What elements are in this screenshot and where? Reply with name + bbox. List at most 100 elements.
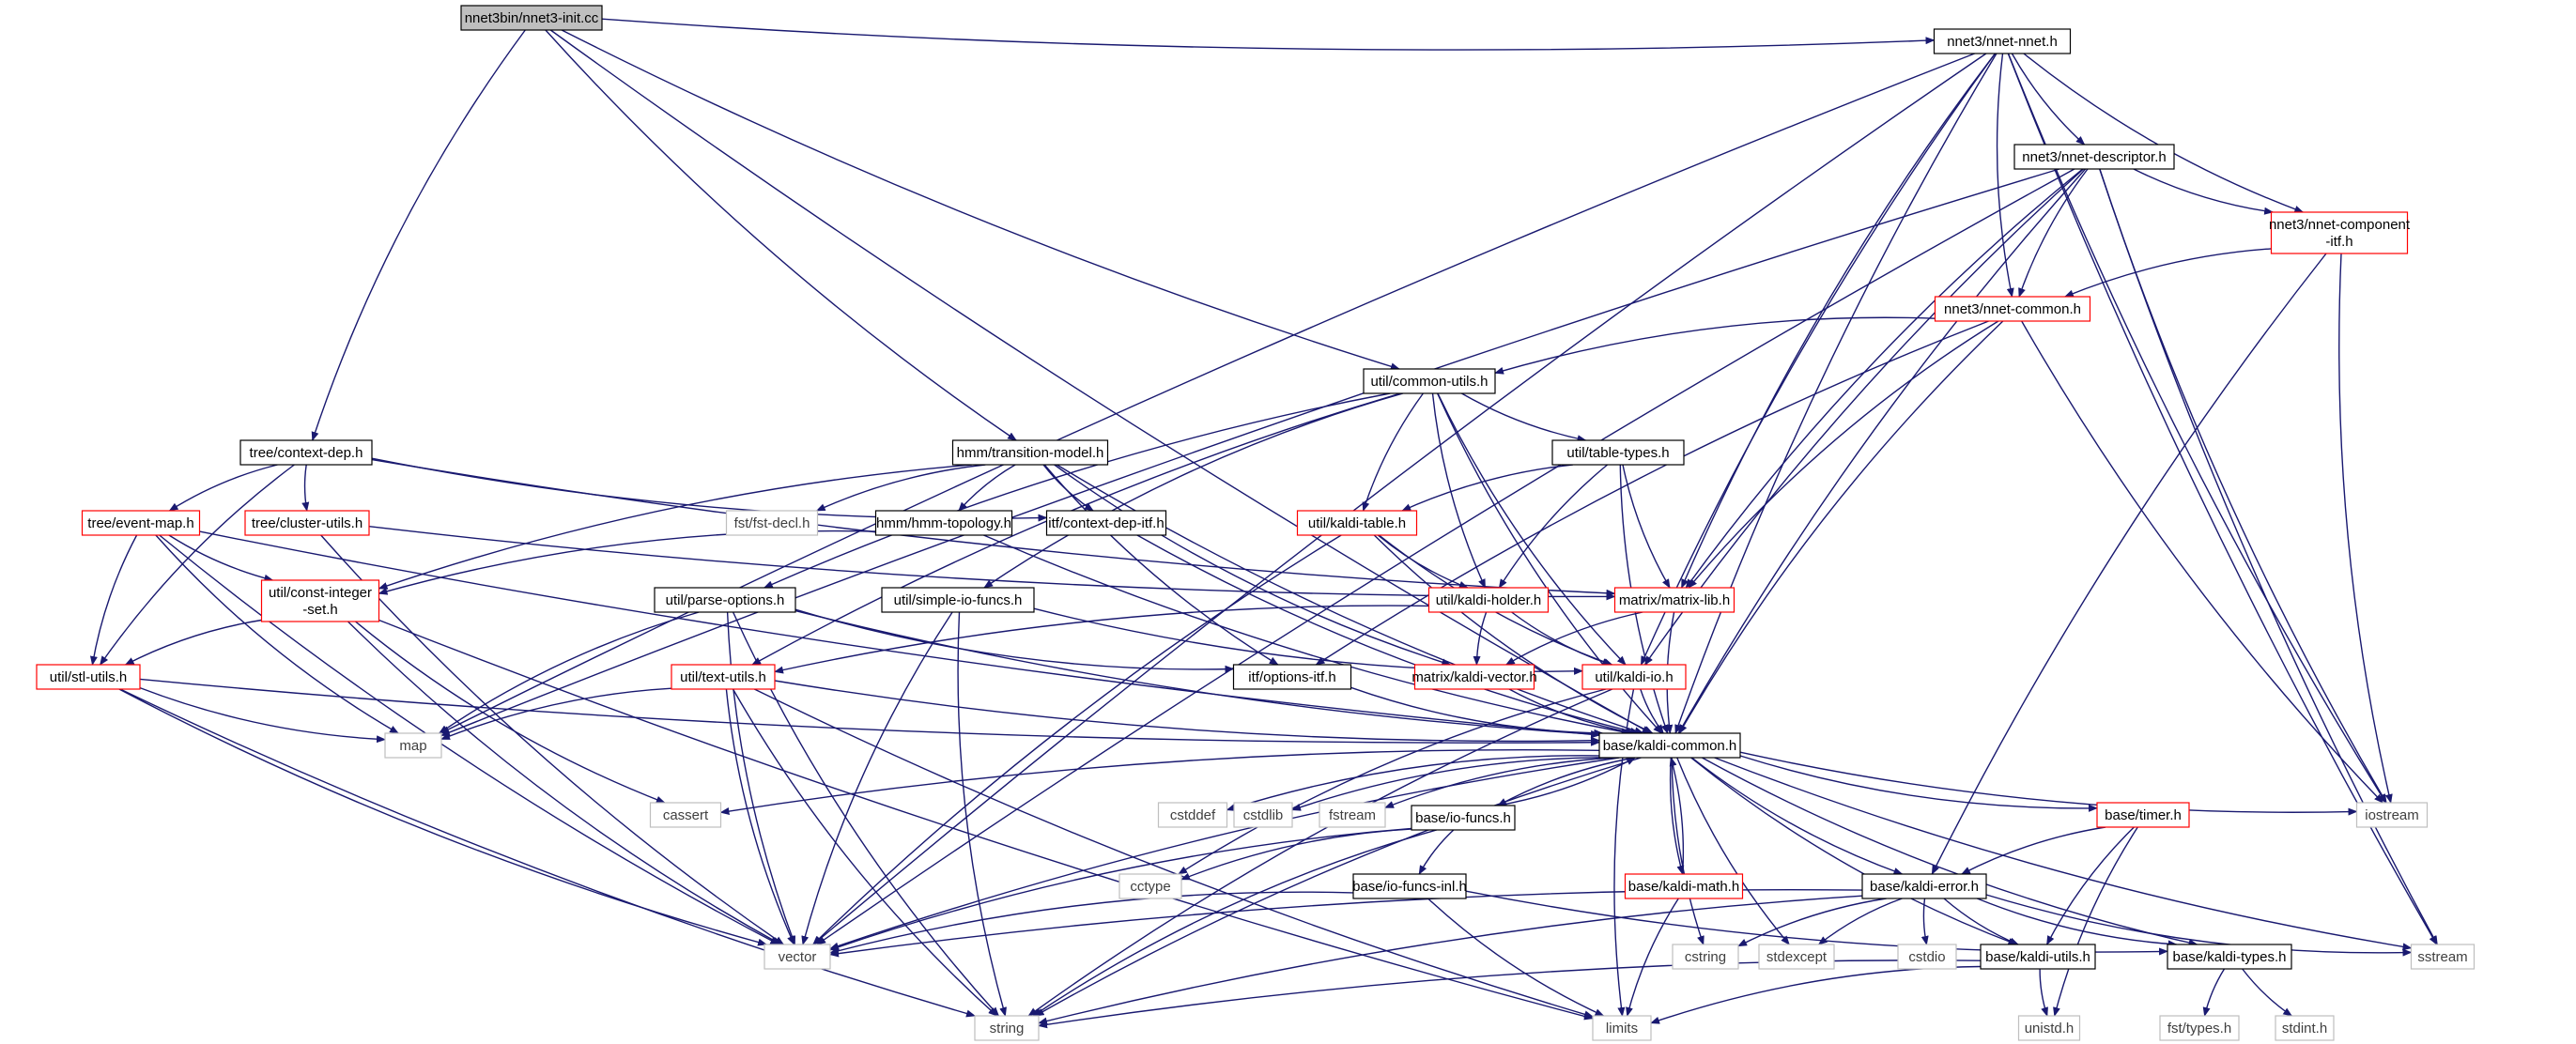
edge-n31-to-n38	[829, 827, 1412, 951]
node-util-kaldi-table-h[interactable]: util/kaldi-table.h	[1296, 510, 1418, 536]
edge-n21-to-n45	[732, 688, 998, 1017]
edge-n15-to-n38	[347, 621, 782, 945]
node-base-kaldi-types-h[interactable]: base/kaldi-types.h	[2167, 944, 2292, 970]
node-cassert[interactable]: cassert	[649, 802, 722, 828]
node-cstdio[interactable]: cstdio	[1897, 944, 1957, 970]
node-string[interactable]: string	[974, 1015, 1040, 1041]
node-tree-context-dep-h[interactable]: tree/context-dep.h	[239, 439, 373, 466]
edge-n9-to-n25	[155, 534, 399, 734]
node-base-kaldi-utils-h[interactable]: base/kaldi-utils.h	[1980, 944, 2096, 970]
node-box	[2410, 944, 2476, 970]
node-map[interactable]: map	[384, 732, 442, 759]
edge-n7-to-n23	[1054, 464, 1452, 667]
edge-n15-to-n20	[124, 619, 262, 666]
node-nnet3-nnet-nnet-h[interactable]: nnet3/nnet-nnet.h	[1933, 28, 2072, 54]
node-util-kaldi-io-h[interactable]: util/kaldi-io.h	[1581, 664, 1687, 690]
edge-n37-to-n41	[1920, 898, 1929, 945]
edge-n42-to-n46	[1650, 965, 1982, 1024]
node-label: cstring	[1685, 949, 1726, 965]
node-base-timer-h[interactable]: base/timer.h	[2096, 802, 2190, 828]
node-cstddef[interactable]: cstddef	[1157, 802, 1228, 828]
edge-n14-to-n38	[812, 534, 1342, 945]
node-util-parse-options-h[interactable]: util/parse-options.h	[654, 587, 796, 613]
node-box	[974, 1015, 1040, 1041]
node-tree-cluster-utils-h[interactable]: tree/cluster-utils.h	[244, 510, 370, 536]
edge-n21-to-n38	[725, 688, 795, 945]
edge-n26-to-n43	[1702, 757, 2198, 946]
node-box	[1319, 802, 1386, 828]
edge-n26-to-n42	[1690, 757, 2018, 945]
node-label: string	[990, 1021, 1025, 1036]
node-nnet3-nnet-component-itf-h[interactable]: nnet3/nnet-component-itf.h	[2269, 211, 2411, 254]
edge-n1-to-n25	[440, 53, 1975, 734]
edge-n16-to-n38	[726, 611, 796, 945]
node-itf-context-dep-itf-h[interactable]: itf/context-dep-itf.h	[1045, 510, 1167, 536]
node-util-const-integer-set-h[interactable]: util/const-integer-set.h	[260, 579, 380, 622]
node-box	[2096, 802, 2190, 828]
node-box	[244, 510, 370, 536]
node-fstream[interactable]: fstream	[1319, 802, 1386, 828]
node-box	[874, 510, 1013, 536]
edge-n16-to-n22	[794, 608, 1235, 673]
edge-n20-to-n45	[119, 688, 976, 1018]
edge-n26-to-n36	[1669, 757, 1685, 875]
edge-n26-to-n27	[719, 749, 1600, 815]
node-base-kaldi-math-h[interactable]: base/kaldi-math.h	[1624, 873, 1744, 899]
node-limits[interactable]: limits	[1592, 1015, 1652, 1041]
node-util-common-utils-h[interactable]: util/common-utils.h	[1363, 368, 1496, 394]
node-base-kaldi-error-h[interactable]: base/kaldi-error.h	[1861, 873, 1987, 899]
node-hmm-hmm-topology-h[interactable]: hmm/hmm-topology.h	[874, 510, 1013, 536]
node-box	[1411, 805, 1516, 831]
node-matrix-kaldi-vector-h[interactable]: matrix/kaldi-vector.h	[1411, 664, 1537, 690]
edge-n4-to-n26	[1678, 320, 2004, 734]
edge-n6-to-n9	[168, 464, 278, 512]
node-util-table-types-h[interactable]: util/table-types.h	[1551, 439, 1685, 466]
edge-n8-to-n19	[1622, 464, 1671, 589]
node-itf-options-itf-h[interactable]: itf/options-itf.h	[1232, 664, 1352, 690]
node-box	[725, 510, 819, 536]
edge-n2-to-n44	[2099, 168, 2438, 945]
edge-n32-to-n42	[2045, 826, 2135, 945]
node-tree-event-map-h[interactable]: tree/event-map.h	[81, 510, 201, 536]
node-base-kaldi-common-h[interactable]: base/kaldi-common.h	[1598, 732, 1741, 759]
node-nnet3-nnet-common-h[interactable]: nnet3/nnet-common.h	[1934, 296, 2091, 322]
node-stdint-h[interactable]: stdint.h	[2275, 1015, 2335, 1041]
edge-n3-to-n4	[2063, 248, 2272, 298]
node-nnet3bin-nnet3-init-cc[interactable]: nnet3bin/nnet3-init.cc	[460, 5, 603, 31]
node-base-io-funcs-inl-h[interactable]: base/io-funcs-inl.h	[1352, 873, 1467, 899]
node-util-kaldi-holder-h[interactable]: util/kaldi-holder.h	[1427, 587, 1550, 613]
node-label: base/kaldi-utils.h	[1985, 949, 2090, 965]
edge-n5-to-n14	[1362, 392, 1424, 512]
node-iostream[interactable]: iostream	[2355, 802, 2429, 828]
node-cstring[interactable]: cstring	[1672, 944, 1739, 970]
node-sstream[interactable]: sstream	[2410, 944, 2476, 970]
node-base-io-funcs-h[interactable]: base/io-funcs.h	[1411, 805, 1516, 831]
edge-n26-to-n33	[1739, 751, 2358, 816]
node-cstdlib[interactable]: cstdlib	[1233, 802, 1293, 828]
node-matrix-matrix-lib-h[interactable]: matrix/matrix-lib.h	[1613, 587, 1735, 613]
node-fst-fst-decl-h[interactable]: fst/fst-decl.h	[725, 510, 819, 536]
node-box	[671, 664, 776, 690]
node-vector[interactable]: vector	[764, 944, 831, 970]
node-util-simple-io-funcs-h[interactable]: util/simple-io-funcs.h	[881, 587, 1035, 613]
edge-n26-to-n38	[829, 757, 1620, 950]
node-hmm-transition-model-h[interactable]: hmm/transition-model.h	[951, 439, 1109, 466]
edge-n0-to-n26	[549, 29, 1652, 734]
edge-n17-to-n45	[957, 611, 1007, 1017]
node-util-stl-utils-h[interactable]: util/stl-utils.h	[36, 664, 141, 690]
edge-n31-to-n26	[1497, 757, 1636, 806]
node-unistd-h[interactable]: unistd.h	[2017, 1015, 2081, 1041]
node-stdexcept[interactable]: stdexcept	[1758, 944, 1835, 970]
edge-n26-to-n45	[1034, 757, 1642, 1017]
node-nnet3-nnet-descriptor-h[interactable]: nnet3/nnet-descriptor.h	[2013, 144, 2175, 170]
edge-n16-to-n25	[438, 611, 700, 734]
edge-n36-to-n46	[1626, 898, 1679, 1017]
node-fst-types-h[interactable]: fst/types.h	[2159, 1015, 2240, 1041]
edge-n2-to-n38	[816, 168, 2075, 945]
node-label: hmm/transition-model.h	[957, 445, 1104, 461]
node-cctype[interactable]: cctype	[1118, 873, 1182, 899]
node-box	[384, 732, 442, 759]
edge-n10-to-n38	[320, 534, 785, 945]
edge-n35-to-n43	[1465, 890, 2168, 956]
node-util-text-utils-h[interactable]: util/text-utils.h	[671, 664, 776, 690]
